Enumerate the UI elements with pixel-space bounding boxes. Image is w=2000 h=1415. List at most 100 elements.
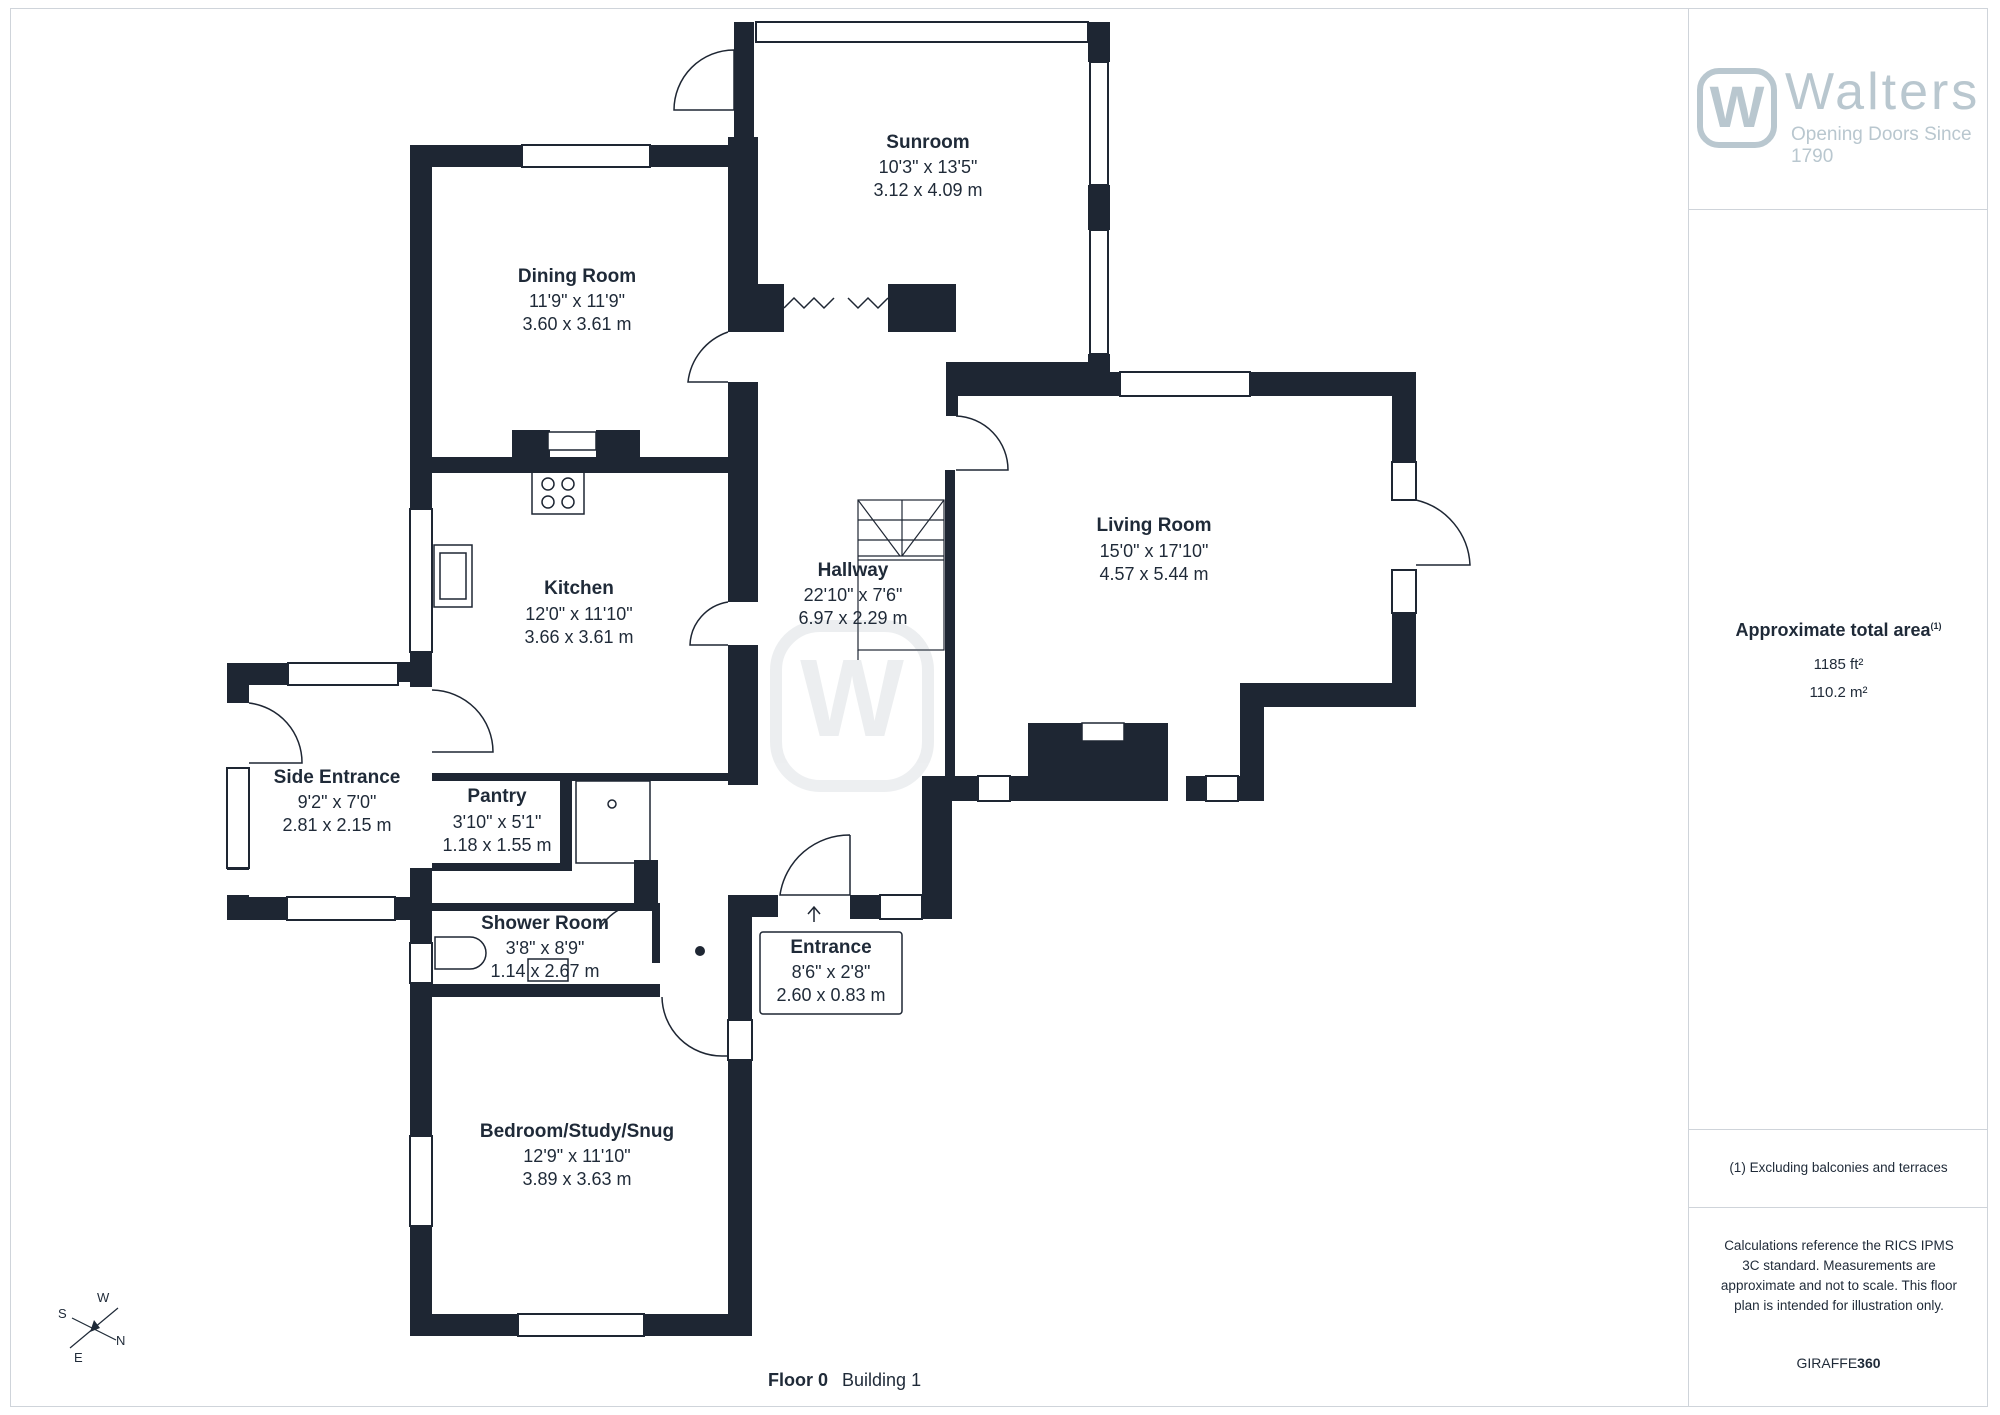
wall (922, 776, 952, 919)
wall (410, 145, 522, 167)
wall (634, 860, 658, 903)
room-size-imperial: 9'2" x 7'0" (298, 792, 377, 812)
room-size-metric: 1.18 x 1.55 m (442, 835, 551, 855)
wall (728, 895, 752, 1020)
wall (946, 396, 958, 416)
window (1205, 775, 1239, 802)
room-name: Shower Room (481, 913, 609, 934)
wall (410, 903, 432, 943)
door-swings (248, 49, 1471, 1057)
wall (1088, 185, 1110, 230)
room-size-imperial: 10'3" x 13'5" (879, 157, 978, 177)
room-size-imperial: 22'10" x 7'6" (804, 585, 903, 605)
wall (948, 776, 978, 801)
room-name: Dining Room (518, 266, 636, 287)
wall (410, 993, 432, 1136)
room-name: Kitchen (544, 578, 614, 599)
room-size-metric: 4.57 x 5.44 m (1099, 564, 1208, 584)
floor-plan: W Sunroom 10'3" x 13'5" 3.12 x 4.09 m Di… (58, 21, 1471, 1365)
room-name: Living Room (1096, 515, 1211, 536)
room-size-metric: 3.12 x 4.09 m (873, 180, 982, 200)
wall (432, 863, 572, 871)
door-swing (248, 702, 303, 764)
room-size-imperial: 3'8" x 8'9" (506, 938, 585, 958)
room-name: Entrance (790, 937, 871, 958)
page-frame (10, 8, 1988, 1407)
wall (227, 663, 249, 703)
room-size-metric: 3.66 x 3.61 m (524, 627, 633, 647)
door-swing (673, 49, 735, 111)
logo-tagline: Opening Doors Since 1790 (1791, 124, 1972, 167)
room-size-metric: 2.81 x 2.15 m (282, 815, 391, 835)
logo-mark: W (1697, 68, 1777, 148)
disclaimer: Calculations reference the RICS IPMS 3C … (1720, 1238, 1958, 1313)
logo-name: Walters (1785, 63, 1981, 121)
staircase (857, 499, 945, 660)
wall (1010, 776, 1038, 801)
door-swing (431, 689, 494, 753)
room-size-metric: 2.60 x 0.83 m (776, 985, 885, 1005)
wall (410, 1226, 432, 1336)
room-size-metric: 6.97 x 2.29 m (798, 608, 907, 628)
wall (734, 22, 754, 137)
room-name: Pantry (467, 786, 527, 807)
window (409, 508, 433, 653)
window (286, 896, 396, 921)
window (977, 775, 1011, 802)
entry-arrow-head (807, 905, 821, 915)
wall (1186, 776, 1206, 801)
wall (596, 430, 640, 460)
door-swing (599, 901, 656, 929)
wall (432, 773, 732, 781)
fireplace (547, 431, 597, 451)
svg-text:W: W (800, 637, 904, 760)
room-size-imperial: 15'0" x 17'10" (1100, 541, 1209, 561)
compass-s: S (58, 1306, 67, 1321)
compass-n: N (116, 1333, 125, 1348)
windows (226, 21, 1417, 1337)
wall (1088, 22, 1110, 62)
wall (728, 645, 758, 785)
wall (850, 895, 880, 919)
bifold-door (783, 296, 835, 310)
door-swing (955, 415, 1009, 471)
window (521, 144, 651, 168)
window (287, 662, 399, 686)
floor-label: Floor 0 (768, 1370, 829, 1390)
wall (1238, 776, 1264, 801)
walters-logo: W Walters Opening Doors Since 1790 (1697, 58, 1987, 167)
building-label: Building 1 (842, 1370, 922, 1390)
bifold-door (847, 296, 889, 310)
wall (644, 1314, 752, 1336)
wall (227, 897, 287, 920)
window (727, 1019, 753, 1061)
wall (728, 1060, 752, 1336)
footnote-section: (1) Excluding balconies and terraces (1689, 1130, 1988, 1208)
wall (410, 868, 432, 903)
window (1089, 229, 1109, 355)
wall (410, 1314, 518, 1336)
room-labels: Sunroom 10'3" x 13'5" 3.12 x 4.09 m Dini… (274, 132, 1212, 1189)
entrance-label-box (759, 931, 903, 1015)
room-name: Sunroom (886, 132, 969, 153)
door-swing (1415, 499, 1471, 566)
wall (740, 284, 784, 332)
info-panel: W Walters Opening Doors Since 1790 Appro… (1688, 8, 1988, 1407)
room-size-imperial: 12'9" x 11'10" (523, 1146, 630, 1166)
compass-w: W (97, 1290, 110, 1305)
window (409, 1135, 433, 1227)
bifold-doors (783, 296, 889, 310)
wall (1250, 372, 1416, 396)
window (1119, 371, 1251, 397)
room-name: Bedroom/Study/Snug (480, 1121, 674, 1142)
room-size-metric: 1.14 x 2.67 m (490, 961, 599, 981)
compass: S W E N (58, 1290, 125, 1365)
light-point (695, 946, 705, 956)
basin (527, 958, 569, 982)
wall (410, 473, 432, 509)
compass-e: E (74, 1350, 83, 1365)
wall (432, 984, 660, 997)
fireplace (1081, 722, 1125, 742)
wall (1100, 372, 1120, 396)
room-size-imperial: 12'0" x 11'10" (525, 604, 632, 624)
